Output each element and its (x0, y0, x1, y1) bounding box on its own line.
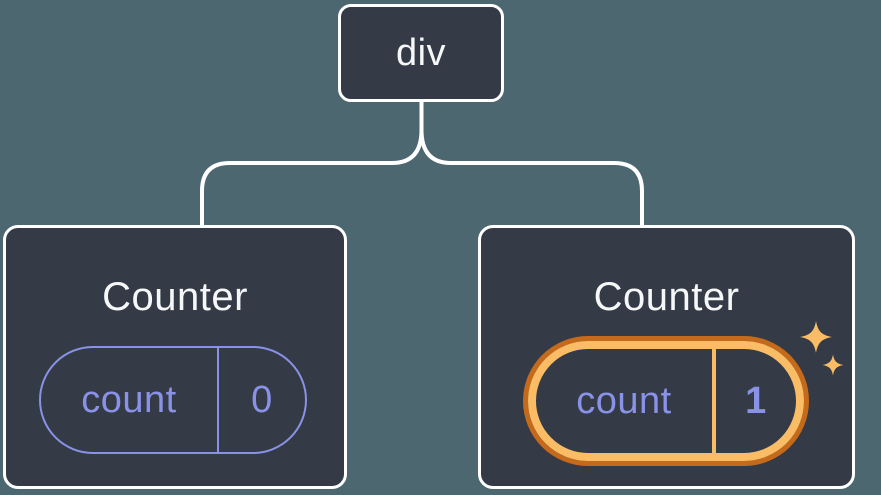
component-card-counter-right: Counter count 1 (478, 225, 855, 489)
state-key-label: count (81, 378, 177, 421)
component-title: Counter (102, 275, 248, 319)
connector-branch-right (419, 128, 644, 229)
state-value: 1 (745, 379, 767, 422)
root-node: div (338, 4, 504, 102)
state-key-section: count (41, 348, 217, 452)
state-value-section: 0 (217, 348, 305, 452)
component-title: Counter (593, 275, 740, 319)
component-card-counter-left: Counter count 0 (3, 225, 347, 489)
state-value-section: 1 (712, 349, 796, 453)
state-value: 0 (251, 378, 273, 421)
connector-branch-left (200, 128, 424, 229)
root-node-label: div (395, 31, 447, 74)
state-key-section: count (536, 349, 712, 453)
state-key-label: count (576, 379, 672, 422)
state-pill-highlighted: count 1 (528, 341, 804, 461)
state-pill: count 0 (39, 346, 307, 454)
